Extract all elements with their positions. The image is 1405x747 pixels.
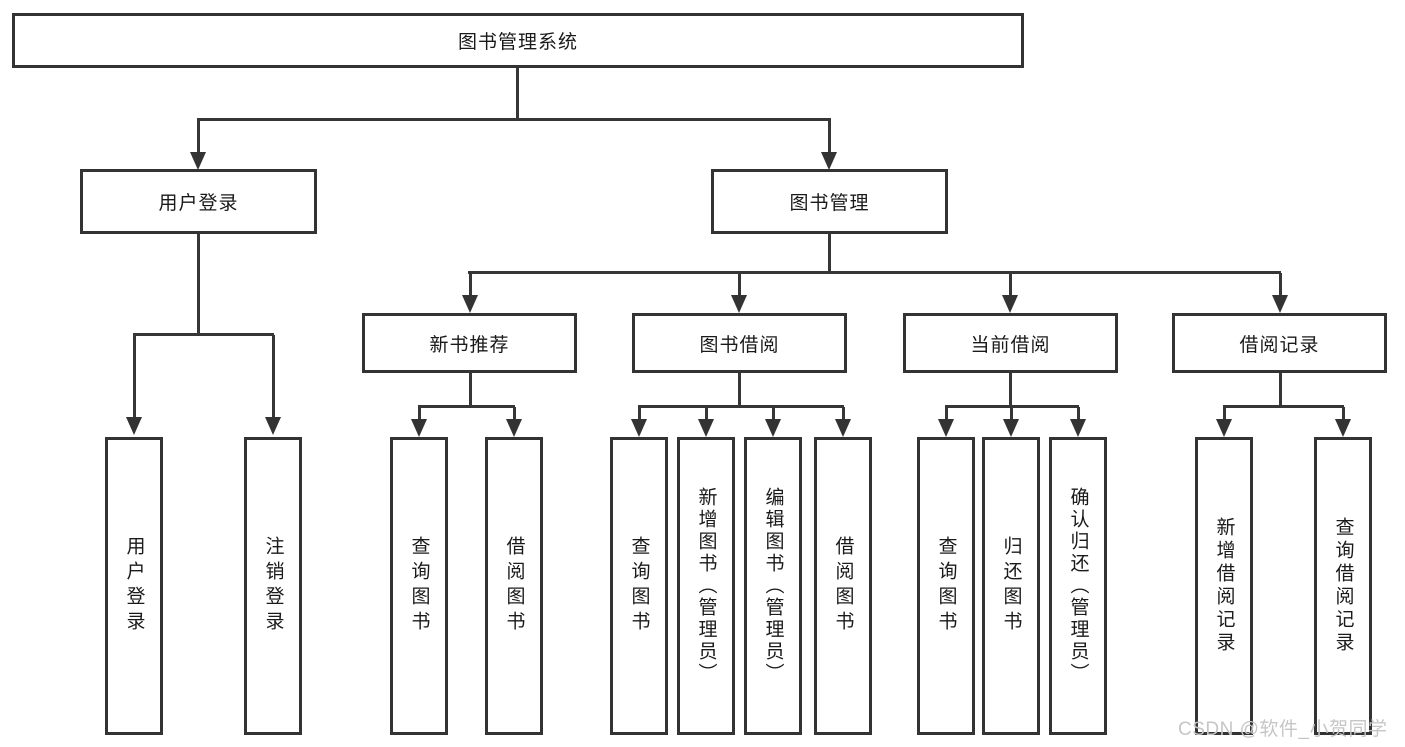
arrowhead-cb-confirm bbox=[1070, 419, 1086, 437]
connector-book-borrow-branch bbox=[638, 405, 844, 408]
connector-root-branch bbox=[197, 118, 831, 121]
leaf-nb-query-book: 查询图书 bbox=[390, 437, 448, 735]
arrowhead-book-management bbox=[821, 152, 837, 170]
connector-drop-book-management bbox=[828, 120, 831, 154]
arrowhead-cb-query bbox=[938, 419, 954, 437]
leaf-cb-return-book: 归还图书 bbox=[982, 437, 1040, 735]
connector-book-management-branch bbox=[468, 271, 1281, 274]
connector-drop-br-add bbox=[1223, 407, 1226, 419]
connector-drop-book-borrow bbox=[738, 273, 741, 295]
arrowhead-br-add bbox=[1216, 419, 1232, 437]
connector-drop-user-login bbox=[197, 120, 200, 154]
node-current-borrow-label: 当前借阅 bbox=[970, 334, 1051, 356]
node-current-borrow: 当前借阅 bbox=[903, 313, 1118, 373]
node-user-login: 用户登录 bbox=[80, 169, 317, 234]
leaf-bb-edit-book: 编辑图书（管理员） bbox=[744, 437, 802, 735]
arrowhead-new-book bbox=[462, 295, 478, 313]
connector-new-book-branch bbox=[418, 405, 515, 408]
leaf-cb-confirm-return: 确认归还（管理员） bbox=[1049, 437, 1107, 735]
arrowhead-cb-return bbox=[1003, 419, 1019, 437]
connector-current-borrow-stem bbox=[1009, 373, 1012, 407]
connector-drop-cb-confirm bbox=[1077, 407, 1080, 419]
connector-drop-bb-edit bbox=[772, 407, 775, 419]
arrowhead-bb-add bbox=[698, 419, 714, 437]
connector-drop-current-borrow bbox=[1009, 273, 1012, 295]
leaf-br-add-record: 新增借阅记录 bbox=[1195, 437, 1253, 735]
connector-drop-borrow-records bbox=[1279, 273, 1282, 295]
connector-book-management-stem bbox=[828, 234, 831, 273]
connector-drop-br-query bbox=[1342, 407, 1345, 419]
node-root: 图书管理系统 bbox=[12, 13, 1024, 68]
leaf-bb-borrow-book: 借阅图书 bbox=[814, 437, 872, 735]
node-book-management: 图书管理 bbox=[711, 169, 948, 234]
leaf-bb-query-book: 查询图书 bbox=[610, 437, 668, 735]
connector-drop-bb-add bbox=[705, 407, 708, 419]
connector-drop-nb-borrow bbox=[513, 407, 516, 419]
arrowhead-nb-borrow bbox=[506, 419, 522, 437]
arrowhead-bb-query bbox=[631, 419, 647, 437]
node-new-book-recommend: 新书推荐 bbox=[362, 313, 577, 373]
leaf-bb-query-book-label: 查询图书 bbox=[628, 536, 650, 636]
arrowhead-book-borrow bbox=[731, 295, 747, 313]
connector-drop-nb-query bbox=[418, 407, 421, 419]
node-book-borrow-label: 图书借阅 bbox=[699, 334, 780, 356]
connector-drop-leaf-logout bbox=[272, 335, 275, 417]
leaf-user-login: 用户登录 bbox=[105, 437, 163, 735]
connector-user-login-stem bbox=[197, 234, 200, 335]
node-book-management-label: 图书管理 bbox=[789, 193, 870, 214]
leaf-nb-query-book-label: 查询图书 bbox=[408, 536, 430, 636]
connector-borrow-records-stem bbox=[1279, 373, 1282, 407]
arrowhead-leaf-login bbox=[126, 417, 142, 435]
arrowhead-br-query bbox=[1335, 419, 1351, 437]
connector-drop-leaf-login bbox=[133, 335, 136, 417]
arrowhead-current-borrow bbox=[1002, 295, 1018, 313]
leaf-nb-borrow-book: 借阅图书 bbox=[485, 437, 543, 735]
node-user-login-label: 用户登录 bbox=[158, 193, 239, 214]
arrowhead-borrow-records bbox=[1272, 295, 1288, 313]
leaf-bb-add-book-label: 新增图书（管理员） bbox=[695, 487, 717, 685]
csdn-watermark: CSDN @软件_小贺同学 bbox=[1178, 719, 1388, 740]
leaf-logout-label: 注销登录 bbox=[262, 536, 284, 636]
connector-drop-cb-query bbox=[945, 407, 948, 419]
connector-drop-new-book bbox=[469, 273, 472, 295]
arrowhead-leaf-logout bbox=[265, 417, 281, 435]
leaf-cb-return-book-label: 归还图书 bbox=[1000, 536, 1022, 636]
connector-drop-cb-return bbox=[1010, 407, 1013, 419]
node-root-label: 图书管理系统 bbox=[457, 32, 578, 53]
leaf-logout: 注销登录 bbox=[244, 437, 302, 735]
connector-new-book-stem bbox=[469, 373, 472, 407]
arrowhead-bb-edit bbox=[765, 419, 781, 437]
connector-book-borrow-stem bbox=[738, 373, 741, 407]
leaf-br-add-record-label: 新增借阅记录 bbox=[1213, 517, 1235, 655]
node-book-borrow: 图书借阅 bbox=[632, 313, 847, 373]
arrowhead-user-login bbox=[190, 152, 206, 170]
leaf-cb-confirm-return-label: 确认归还（管理员） bbox=[1067, 487, 1089, 685]
leaf-br-query-record-label: 查询借阅记录 bbox=[1332, 517, 1354, 655]
arrowhead-nb-query bbox=[411, 419, 427, 437]
node-borrow-records: 借阅记录 bbox=[1172, 313, 1387, 373]
connector-user-login-branch bbox=[133, 333, 274, 336]
connector-drop-bb-borrow bbox=[842, 407, 845, 419]
connector-current-borrow-branch bbox=[945, 405, 1079, 408]
leaf-bb-add-book: 新增图书（管理员） bbox=[677, 437, 735, 735]
connector-root-stem bbox=[516, 68, 519, 120]
connector-drop-bb-query bbox=[638, 407, 641, 419]
leaf-cb-query-book-label: 查询图书 bbox=[935, 536, 957, 636]
leaf-br-query-record: 查询借阅记录 bbox=[1314, 437, 1372, 735]
connector-borrow-records-branch bbox=[1223, 405, 1344, 408]
leaf-user-login-label: 用户登录 bbox=[123, 536, 145, 636]
arrowhead-bb-borrow bbox=[835, 419, 851, 437]
leaf-cb-query-book: 查询图书 bbox=[917, 437, 975, 735]
node-new-book-recommend-label: 新书推荐 bbox=[429, 334, 510, 356]
leaf-bb-borrow-book-label: 借阅图书 bbox=[832, 536, 854, 636]
leaf-bb-edit-book-label: 编辑图书（管理员） bbox=[762, 487, 784, 685]
leaf-nb-borrow-book-label: 借阅图书 bbox=[503, 536, 525, 636]
node-borrow-records-label: 借阅记录 bbox=[1239, 334, 1320, 356]
